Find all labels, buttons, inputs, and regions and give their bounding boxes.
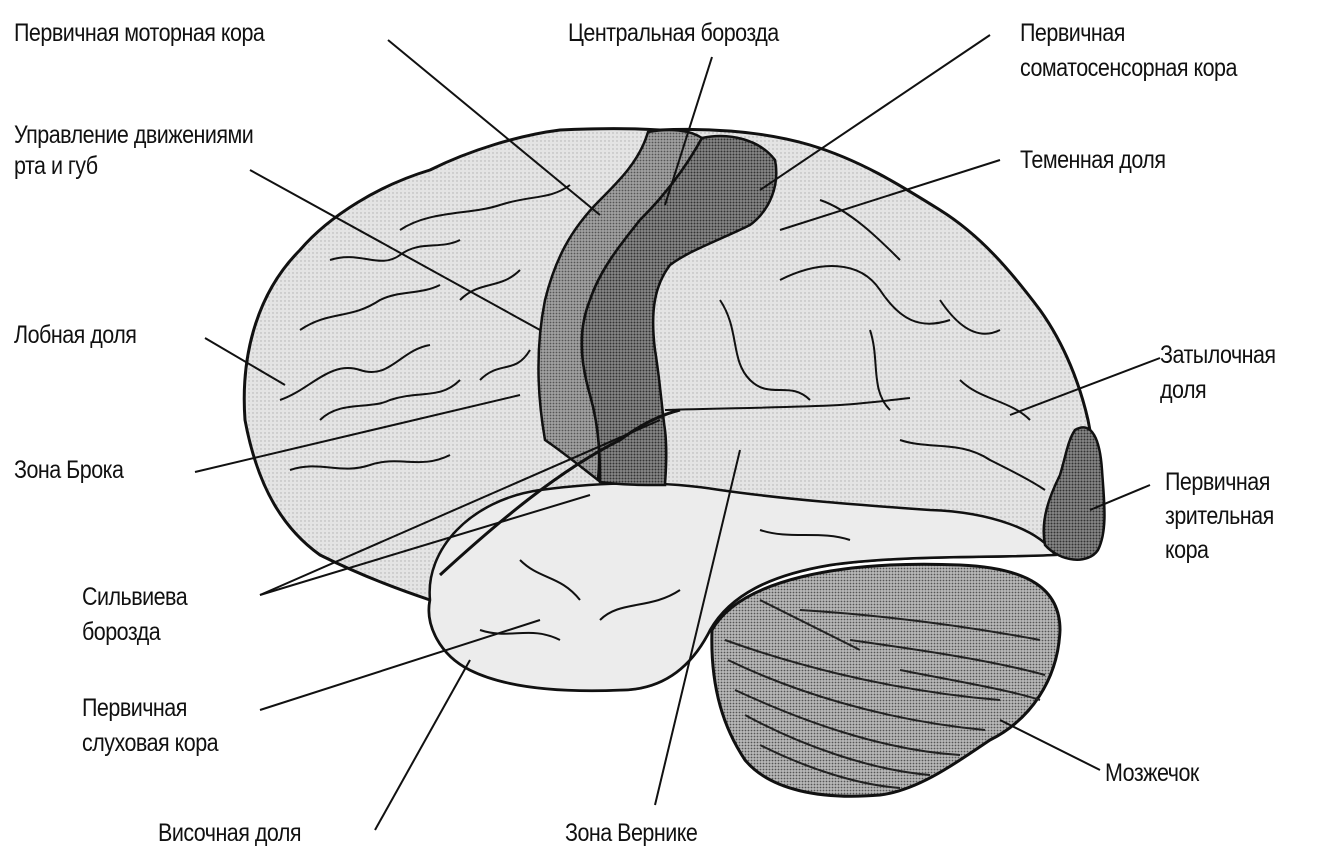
label-central-sulcus: Центральная борозда bbox=[568, 18, 779, 49]
label-primary-motor-cortex: Первичная моторная кора bbox=[14, 18, 265, 49]
label-primary-auditory-cortex: Первичная слуховая кора bbox=[82, 693, 219, 759]
label-primary-somatosensory-cortex: Первичная соматосенсорная кора bbox=[1020, 18, 1237, 84]
cerebellum-folia bbox=[724, 599, 1046, 789]
label-text: Первичная моторная кора bbox=[14, 19, 265, 47]
label-mouth-lips-control: Управление движениями рта и губ bbox=[14, 120, 254, 182]
sylvian-fissure-line bbox=[438, 408, 681, 577]
label-text: Лобная доля bbox=[14, 321, 137, 349]
label-text: кора bbox=[1165, 536, 1209, 564]
label-text: Управление движениями bbox=[14, 121, 254, 149]
label-text: рта и губ bbox=[14, 152, 98, 180]
label-text: Затылочная bbox=[1160, 341, 1276, 369]
cortex-sulci bbox=[279, 184, 1046, 641]
primary-somatosensory-cortex-region bbox=[580, 134, 778, 487]
primary-visual-cortex-region bbox=[1042, 426, 1106, 561]
label-occipital-lobe: Затылочная доля bbox=[1160, 340, 1276, 406]
label-text: слуховая кора bbox=[82, 729, 219, 757]
label-text: зрительная bbox=[1165, 502, 1274, 530]
label-text: Мозжечок bbox=[1105, 759, 1199, 787]
label-text: Первичная bbox=[1165, 468, 1270, 496]
leader-lines bbox=[194, 34, 1161, 831]
label-text: Височная доля bbox=[158, 819, 302, 847]
label-text: Зона Вернике bbox=[565, 819, 698, 847]
label-sylvian-fissure: Сильвиева борозда bbox=[82, 582, 188, 648]
label-wernicke-area: Зона Вернике bbox=[565, 818, 698, 849]
label-primary-visual-cortex: Первичная зрительная кора bbox=[1165, 467, 1274, 566]
label-broca-area: Зона Брока bbox=[14, 455, 124, 486]
label-temporal-lobe: Височная доля bbox=[158, 818, 302, 849]
label-frontal-lobe: Лобная доля bbox=[14, 320, 137, 351]
label-text: Зона Брока bbox=[14, 456, 124, 484]
label-text: Центральная борозда bbox=[568, 19, 779, 47]
label-cerebellum: Мозжечок bbox=[1105, 758, 1199, 789]
label-text: соматосенсорная кора bbox=[1020, 54, 1237, 82]
label-text: доля bbox=[1160, 376, 1207, 404]
cerebellum-region bbox=[710, 562, 1062, 798]
label-text: Первичная bbox=[1020, 19, 1125, 47]
label-parietal-lobe: Теменная доля bbox=[1020, 145, 1166, 176]
label-text: Первичная bbox=[82, 694, 187, 722]
label-text: Сильвиева bbox=[82, 583, 188, 611]
label-text: борозда bbox=[82, 618, 161, 646]
label-text: Теменная доля bbox=[1020, 146, 1166, 174]
